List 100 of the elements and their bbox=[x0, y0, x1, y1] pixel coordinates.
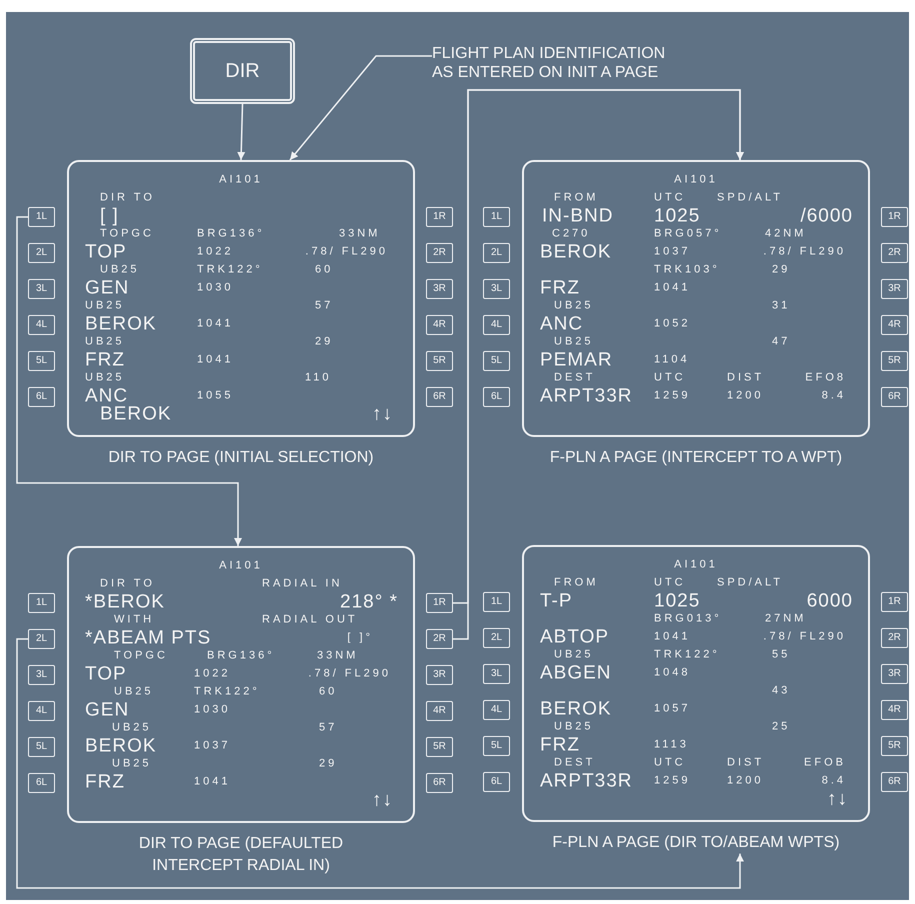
display-label: 1041 bbox=[654, 632, 690, 642]
display-label: 42NM bbox=[765, 228, 806, 240]
display-label: FROM bbox=[554, 578, 598, 588]
display-line: PEMAR bbox=[540, 350, 613, 370]
line-select-key: 1L bbox=[28, 207, 55, 227]
line-select-key: 4L bbox=[483, 315, 510, 335]
display-line: TOP bbox=[85, 242, 127, 262]
display-label: UB25 bbox=[100, 264, 140, 276]
display-label: 29 bbox=[319, 758, 338, 770]
display-label: TRK122° bbox=[197, 264, 263, 276]
display-label: 1200 bbox=[727, 390, 764, 402]
display-label: UTC bbox=[654, 372, 686, 384]
line-select-key: 3R bbox=[881, 664, 908, 684]
display-label: 1037 bbox=[654, 246, 690, 258]
line-select-key: 6L bbox=[28, 773, 55, 793]
display-line: *ABEAM PTS bbox=[85, 628, 212, 648]
display-label: TOPGC bbox=[100, 228, 154, 240]
display-label: 1041 bbox=[197, 354, 234, 366]
line-select-key: 1L bbox=[483, 592, 510, 612]
display-label: 1104 bbox=[654, 354, 690, 366]
display-label: 1041 bbox=[197, 318, 234, 330]
line-select-key: 6R bbox=[881, 772, 908, 792]
display-label: DIR TO bbox=[100, 192, 155, 204]
line-select-key: 4R bbox=[426, 315, 453, 335]
display-label: TOPGC bbox=[114, 650, 168, 662]
display-label: DEST bbox=[554, 372, 596, 384]
display-label: RADIAL IN bbox=[262, 578, 342, 590]
display-line: 1025 bbox=[654, 592, 700, 610]
display-line: ANC bbox=[540, 314, 584, 334]
display-label: DIST bbox=[727, 372, 764, 384]
display-label: UB25 bbox=[112, 722, 152, 734]
line-select-key: 3L bbox=[483, 279, 510, 299]
display-label: 1200 bbox=[727, 776, 764, 786]
display-label: UB25 bbox=[114, 686, 154, 698]
display-label: RADIAL OUT bbox=[262, 614, 358, 626]
line-select-key: 4R bbox=[426, 701, 453, 721]
display-label: BRG136° bbox=[207, 650, 275, 662]
display-label: 29 bbox=[315, 336, 334, 348]
line-select-key: 2L bbox=[28, 629, 55, 649]
dir-key: DIR bbox=[190, 38, 295, 104]
line-select-key: 1R bbox=[426, 593, 453, 613]
display-label: C270 bbox=[552, 228, 590, 240]
display-label: AI101 bbox=[219, 560, 263, 572]
line-select-key: 3L bbox=[483, 664, 510, 684]
display-label: 1041 bbox=[194, 776, 230, 788]
line-select-key: 2R bbox=[426, 629, 453, 649]
display-label: [ ]° bbox=[347, 632, 373, 644]
line-select-key: 5L bbox=[483, 351, 510, 371]
display-line: ARPT33R bbox=[540, 386, 633, 406]
line-select-key: 2L bbox=[483, 628, 510, 648]
display-label: UTC bbox=[654, 578, 686, 588]
line-select-key: 2L bbox=[483, 243, 510, 263]
display-label: 1113 bbox=[654, 740, 689, 750]
display-line: ↑↓ bbox=[372, 404, 393, 424]
display-line: FRZ bbox=[540, 736, 580, 754]
display-line: ABGEN bbox=[540, 664, 612, 682]
display-line: FRZ bbox=[85, 350, 125, 370]
line-select-key: 1R bbox=[426, 207, 453, 227]
display-label: .78/ FL290 bbox=[305, 246, 388, 258]
display-label: 1030 bbox=[194, 704, 230, 716]
display-line: GEN bbox=[85, 700, 130, 720]
display-line: BEROK bbox=[540, 700, 612, 718]
screen-caption: DIR TO PAGE (DEFAULTED INTERCEPT RADIAL IN) bbox=[138, 834, 344, 876]
display-line: [ ] bbox=[100, 206, 119, 226]
display-label: TRK103° bbox=[654, 264, 720, 276]
display-label: UB25 bbox=[554, 650, 594, 660]
display-label: UB25 bbox=[554, 300, 594, 312]
display-label: UB25 bbox=[554, 722, 594, 732]
display-line: ↑↓ bbox=[827, 790, 848, 808]
display-label: SPD/ALT bbox=[717, 578, 784, 588]
display-label: UTC bbox=[654, 192, 686, 204]
line-select-key: 1R bbox=[881, 592, 908, 612]
display-label: UB25 bbox=[85, 336, 125, 348]
display-line: BEROK bbox=[100, 404, 172, 424]
display-label: 8.4 bbox=[822, 390, 846, 402]
line-select-key: 5L bbox=[483, 736, 510, 756]
display-line: FRZ bbox=[540, 278, 580, 298]
line-select-key: 6L bbox=[28, 387, 55, 407]
line-select-key: 1L bbox=[483, 207, 510, 227]
display-label: EFOB bbox=[804, 758, 846, 768]
line-select-key: 4L bbox=[28, 701, 55, 721]
display-line: IN-BND bbox=[542, 206, 614, 226]
display-label: 27NM bbox=[765, 614, 806, 624]
display-line: 6000 bbox=[806, 592, 853, 610]
display-label: AI101 bbox=[674, 560, 718, 570]
display-label: .78/ FL290 bbox=[763, 246, 846, 258]
line-select-key: 5L bbox=[28, 351, 55, 371]
line-select-key: 3R bbox=[881, 279, 908, 299]
display-line: *BEROK bbox=[85, 592, 165, 612]
display-line: ANC bbox=[85, 386, 128, 406]
line-select-key: 6L bbox=[483, 387, 510, 407]
line-select-key: 5R bbox=[426, 737, 453, 757]
display-label: UTC bbox=[654, 758, 686, 768]
line-select-key: 5R bbox=[881, 736, 908, 756]
display-label: TRK122° bbox=[654, 650, 720, 660]
display-label: BRG013° bbox=[654, 614, 722, 624]
display-label: 1055 bbox=[197, 390, 234, 402]
display-line: T-P bbox=[540, 592, 573, 610]
display-label: 60 bbox=[315, 264, 334, 276]
arrow bbox=[237, 104, 246, 160]
